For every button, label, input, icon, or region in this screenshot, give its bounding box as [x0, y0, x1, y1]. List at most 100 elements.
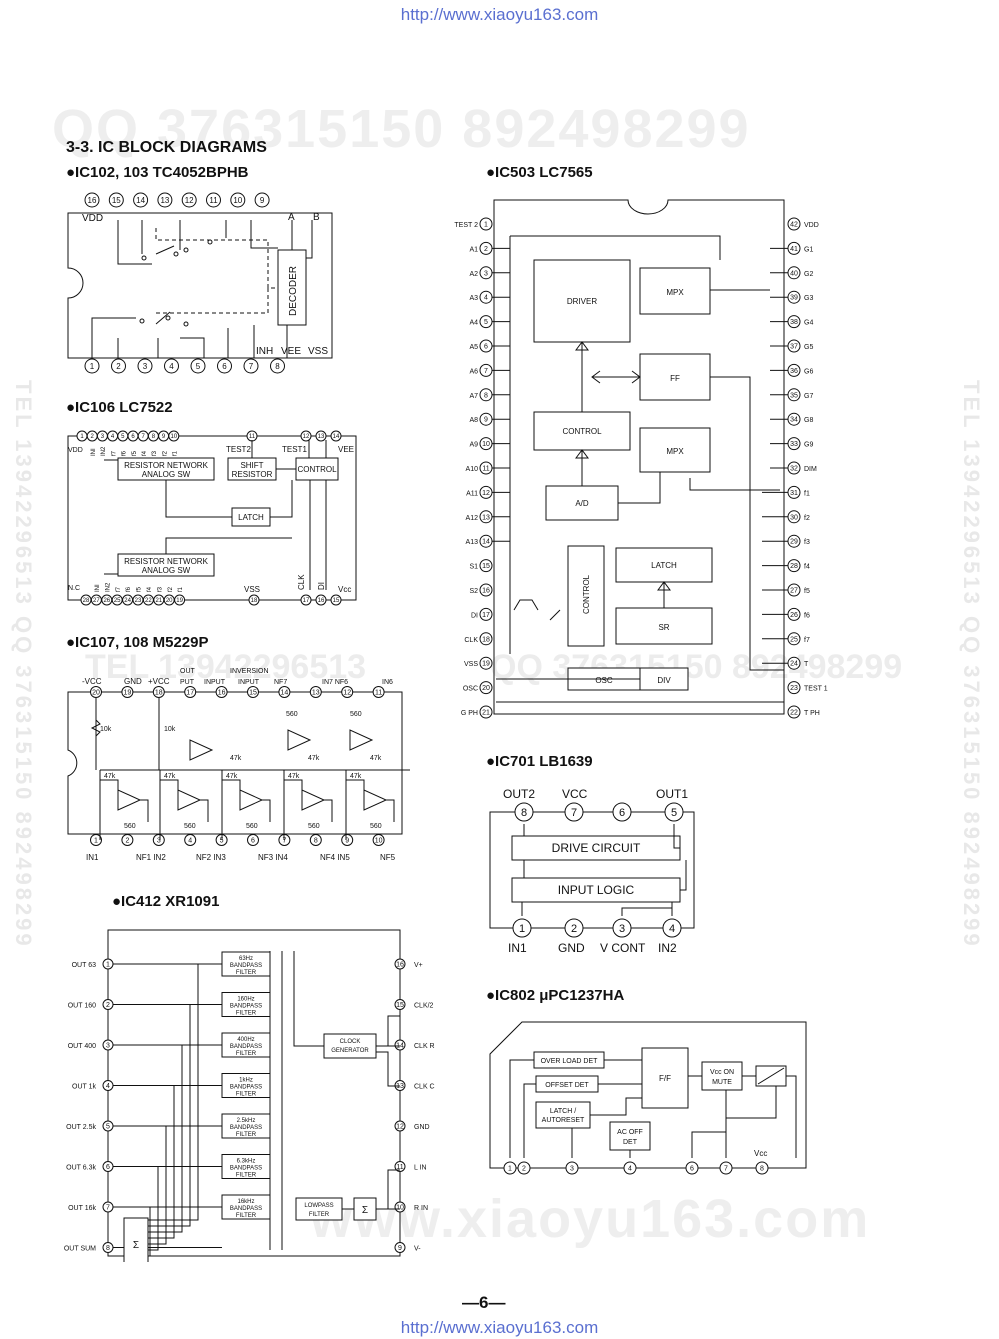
svg-text:3: 3 [157, 838, 161, 845]
svg-text:5: 5 [106, 1124, 110, 1131]
ic102-pin-4: 4 [164, 358, 179, 374]
ic106-top-pin-label: f7 [111, 450, 117, 456]
ic106-latch-label: LATCH [238, 513, 264, 522]
ic503-pin-42: 42 [787, 217, 801, 231]
svg-text:8: 8 [314, 838, 318, 845]
svg-text:23: 23 [790, 685, 798, 692]
svg-text:25: 25 [114, 598, 121, 604]
ic503-pin-7: 7 [479, 363, 493, 377]
svg-text:9: 9 [345, 838, 349, 845]
ic802-latch-l1: LATCH / [550, 1108, 576, 1115]
ic102-pin-13: 13 [157, 192, 173, 208]
svg-text:2: 2 [571, 923, 577, 935]
svg-text:16: 16 [88, 196, 97, 205]
ic107-opamp [363, 789, 388, 811]
svg-text:37: 37 [790, 344, 798, 351]
ic107-diagram: -VCC GND +VCC OUT PUT INVERSION INPUT IN… [67, 668, 410, 862]
ic107-pin-18: 18 [152, 686, 165, 698]
ic503-pin-6: 6 [479, 339, 493, 353]
ic107-r47k-b: 47k [308, 755, 320, 762]
ic106-top-pin-label: INI [91, 448, 97, 456]
ic503-pin-12: 12 [479, 485, 493, 499]
svg-text:7: 7 [142, 434, 146, 440]
ic412-left-label: OUT 160 [68, 1003, 96, 1010]
ic503-left-label: A5 [469, 344, 478, 351]
ic701-drive-circuit [511, 835, 681, 861]
ic701-label-in2: IN2 [658, 941, 677, 955]
ic412-pin-12: 12 [394, 1120, 406, 1132]
ic503-left-label: S1 [469, 564, 478, 571]
ic106-pin-22: 22 [142, 594, 154, 606]
ic701-pin-2: 2 [564, 918, 584, 938]
ic106-bottom-pin-label: INI [95, 584, 101, 592]
svg-text:34: 34 [790, 417, 798, 424]
svg-text:19: 19 [176, 598, 183, 604]
ic102-vss-label: VSS [308, 346, 328, 357]
svg-text:20: 20 [482, 685, 490, 692]
ic802-ff-label: F/F [659, 1074, 671, 1083]
ic412-title: ●IC412 XR1091 [112, 893, 220, 910]
ic503-pin-14: 14 [479, 534, 493, 548]
ic503-pin-23: 23 [787, 681, 801, 695]
ic107-pin-10: 10 [372, 834, 385, 846]
ic412-left-label: OUT 6.3k [66, 1165, 96, 1172]
svg-text:FILTER: FILTER [236, 1011, 257, 1017]
ic107-pin-3: 3 [152, 834, 165, 846]
ic412-filters: 63HzBANDPASSFILTER160HzBANDPASSFILTER400… [148, 951, 271, 1257]
svg-text:15: 15 [112, 196, 121, 205]
ic102-pin-3: 3 [137, 358, 153, 374]
ic106-vss-label: VSS [244, 585, 260, 594]
svg-text:22: 22 [790, 710, 798, 717]
svg-text:11: 11 [249, 434, 256, 440]
svg-text:33: 33 [790, 441, 798, 448]
ic503-left-label: A11 [466, 490, 478, 497]
ic503-right-label: G5 [804, 344, 813, 351]
svg-text:12: 12 [482, 490, 490, 497]
ic106-vcc-label: Vcc [338, 585, 351, 594]
bottom-url[interactable]: http://www.xiaoyu163.com [400, 1318, 599, 1337]
ic701-drive-label: DRIVE CIRCUIT [552, 841, 641, 855]
ic106-nc-label: N.C [68, 585, 80, 592]
svg-text:3: 3 [484, 270, 488, 277]
svg-text:FILTER: FILTER [236, 970, 257, 976]
ic106-top-pin-label: f2 [162, 450, 168, 456]
svg-text:27: 27 [93, 598, 100, 604]
svg-text:11: 11 [209, 196, 218, 205]
svg-text:31: 31 [790, 490, 798, 497]
svg-text:11: 11 [482, 466, 489, 473]
svg-text:2: 2 [522, 1166, 526, 1173]
ic503-right-label: DIM [804, 466, 817, 473]
svg-text:17: 17 [482, 612, 490, 619]
ic107-r560-b: 560 [350, 711, 362, 718]
svg-text:3: 3 [101, 434, 105, 440]
ic412-right-label: R IN [414, 1205, 428, 1212]
ic107-pin-2: 2 [121, 834, 134, 846]
ic106-pin-27: 27 [90, 594, 102, 606]
ic412-pin-9: 9 [394, 1242, 406, 1253]
svg-text:19: 19 [124, 690, 132, 697]
top-url[interactable]: http://www.xiaoyu163.com [400, 5, 599, 24]
svg-text:10: 10 [170, 434, 177, 440]
ic802-latch-l2: AUTORESET [542, 1117, 585, 1124]
svg-text:2: 2 [125, 838, 129, 845]
ic503-pin-22: 22 [787, 705, 801, 719]
ic106-pin-10: 10 [168, 430, 180, 442]
ic106-pin-18: 18 [248, 594, 260, 606]
ic412-sum-sigma: Σ [362, 1205, 368, 1216]
ic106-shift-label1: SHIFT [240, 461, 263, 470]
svg-text:29: 29 [790, 539, 798, 546]
svg-text:4: 4 [111, 434, 115, 440]
ic106-rn2-label2: ANALOG SW [142, 566, 191, 575]
ic701-label-out2: OUT2 [503, 787, 535, 801]
svg-text:41: 41 [790, 246, 798, 253]
svg-text:8: 8 [521, 807, 527, 819]
ic701-pin-8: 8 [514, 802, 534, 822]
ic701-pin-4: 4 [662, 918, 682, 938]
svg-text:15: 15 [333, 598, 340, 604]
ic107-r560-a: 560 [286, 711, 298, 718]
ic503-pin-37: 37 [787, 339, 801, 353]
ic107-pin-16: 16 [215, 686, 228, 698]
ic107-r560-low: 560 [370, 823, 382, 830]
